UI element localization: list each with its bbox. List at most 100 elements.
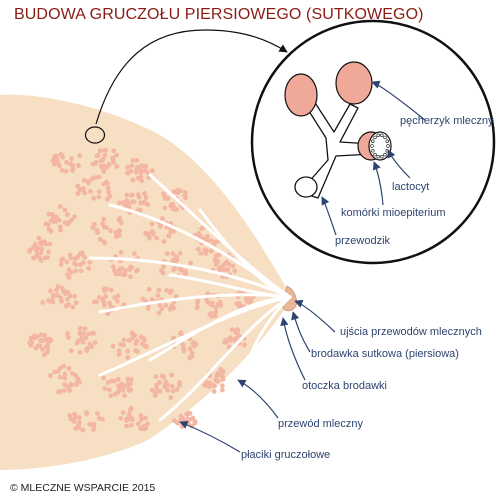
lobule-dot [67, 252, 73, 258]
lobule-dot [219, 383, 225, 388]
lobule-dot [165, 387, 171, 393]
lobule-dot [45, 222, 51, 228]
lobule-dot [138, 334, 144, 340]
lobule-dot [80, 427, 86, 433]
lobule-dot [126, 338, 132, 343]
lobule-dot [130, 335, 136, 341]
label-duct-openings: ujścia przewodów mlecznych [340, 326, 482, 338]
lobule-dot [94, 153, 100, 159]
myoepithelial-cells [370, 133, 390, 159]
lobule-dot [126, 412, 132, 417]
lobule-dot [67, 413, 73, 418]
lobule-dot [58, 152, 64, 157]
lobule-dot [111, 148, 117, 154]
lobule-dot [114, 298, 120, 304]
lobule-dot [184, 411, 190, 417]
lobule-dot [84, 410, 89, 415]
myoepithelial-cell [383, 135, 387, 140]
lobule-dot [87, 341, 93, 347]
lobule-dot [38, 250, 44, 256]
lobule-dot [154, 386, 160, 392]
lobule-dot [73, 262, 79, 268]
lobule-dot [77, 331, 83, 336]
lobule-dot [139, 341, 145, 347]
lobule-dot [69, 371, 75, 376]
lobule-dot [107, 387, 112, 393]
lobule-dot [69, 382, 75, 388]
lobule-dot [115, 383, 121, 388]
lobule-dot [65, 272, 70, 278]
lobule-dot [198, 251, 204, 256]
lobule-dot [56, 389, 61, 395]
lobule-dot [160, 373, 166, 379]
alveolus-top [335, 61, 373, 105]
lobule-dot [82, 326, 88, 332]
lobule-dot [195, 246, 201, 252]
lobule-dot [63, 168, 69, 174]
lobule-dot [62, 375, 67, 381]
lobule-dot [233, 336, 238, 342]
lobule-dot [126, 201, 132, 207]
lobule-dot [105, 185, 111, 191]
lobule-dot [110, 343, 116, 349]
lobule-dot [122, 393, 127, 399]
lobule-dot [130, 177, 136, 183]
lobule-dot [67, 293, 73, 299]
lobule-dot [95, 411, 100, 416]
lobule-dot [155, 293, 161, 298]
lobule-dot [46, 211, 52, 217]
lobule-dot [66, 302, 71, 307]
lobule-dot [154, 235, 160, 241]
lobule-dot [100, 157, 106, 162]
lobule-dot [47, 241, 53, 247]
lobule-dot [177, 250, 183, 256]
myoepithelial-cell [373, 152, 377, 157]
lobule-dot [119, 220, 124, 226]
lobule-dot [170, 383, 175, 389]
lobule-dot [48, 299, 53, 304]
lobule-dot [103, 294, 108, 299]
lobule-dot [116, 352, 122, 357]
lobule-dot [207, 384, 212, 389]
lobule-dot [113, 271, 119, 277]
lobule-dot [102, 153, 108, 159]
lobule-dot [133, 169, 139, 175]
lobule-dot [32, 333, 37, 339]
lobule-dot [47, 336, 52, 342]
lobule-dot [134, 157, 140, 163]
label-myoepithelial-cells: komórki mioepiterium [341, 207, 446, 219]
lobule-dot [168, 203, 174, 209]
lobule-dot [104, 164, 110, 170]
lobule-dot [91, 423, 97, 429]
lobule-dot [165, 382, 171, 388]
lobule-dot [48, 288, 53, 294]
lobule-dot [169, 372, 175, 378]
lobule-dot [65, 331, 70, 337]
lobule-dot [87, 421, 93, 427]
lobule-dot [116, 389, 121, 395]
lobule-dot [164, 288, 170, 293]
lobule-dot [199, 226, 205, 232]
lobule-dot [129, 422, 134, 428]
lobule-dot [220, 387, 225, 393]
lobule-dot [183, 195, 189, 201]
lobule-dot [101, 286, 107, 292]
lobule-dot [122, 272, 128, 278]
lobule-dot [37, 343, 43, 348]
lobule-dot [101, 239, 107, 245]
lobule-dot [55, 292, 60, 298]
lobule-dot [105, 196, 110, 202]
lobule-dot [196, 231, 202, 236]
label-lactocyte: lactocyt [392, 181, 430, 193]
lobule-dot [91, 195, 97, 201]
lobule-dot [44, 344, 49, 350]
myoepithelial-cell [385, 139, 389, 143]
lobule-dot [102, 224, 107, 230]
lobule-dot [213, 239, 219, 245]
lobule-dot [229, 327, 235, 333]
lobule-dot [167, 306, 173, 312]
lobule-dot [90, 225, 96, 231]
lobule-dot [204, 237, 210, 243]
lobule-dot [138, 200, 144, 206]
lobule-dot [207, 311, 213, 317]
